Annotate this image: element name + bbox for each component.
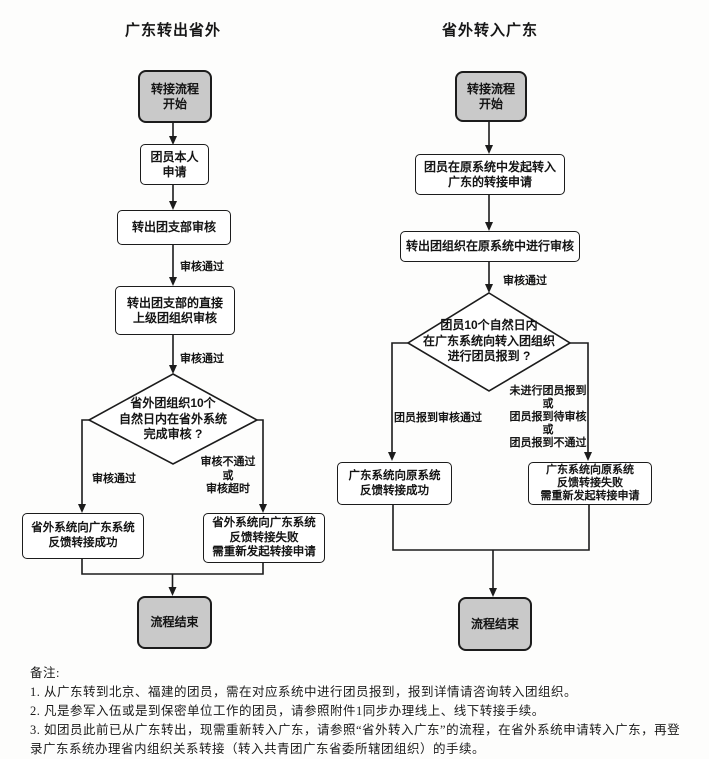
notes-title: 备注:	[30, 666, 60, 680]
notes-block: 备注: 1. 从广东转到北京、福建的团员，需在对应系统中进行团员报到，报到详情请…	[30, 664, 698, 759]
left-success-node: 省外系统向广东系统 反馈转接成功	[22, 513, 144, 559]
right-success-node: 广东系统向原系统 反馈转接成功	[337, 462, 452, 505]
left-fail-node: 省外系统向广东系统 反馈转接失败 需重新发起转接申请	[203, 513, 325, 563]
left-end-node: 流程结束	[137, 596, 212, 649]
note-item-3: 3. 如团员此前已从广东转出，现需重新转入广东，请参照“省外转入广东”的流程，在…	[30, 723, 681, 756]
right-step-origin-review: 转出团组织在原系统中进行审核	[400, 231, 580, 262]
right-decision-text: 团员10个自然日内 在广东系统向转入团组织 进行团员报到 ?	[422, 318, 555, 363]
left-start-node: 转接流程 开始	[138, 70, 212, 123]
right-branch-pass-label: 团员报到审核通过	[394, 412, 482, 424]
left-branch-fail-label: 审核不通过 或 审核超时	[200, 456, 256, 495]
right-branch-fail-label: 未进行团员报到 或 团员报到待审核 或 团员报到不通过	[509, 385, 587, 449]
right-step-initiate: 团员在原系统中发起转入 广东的转接申请	[415, 154, 565, 195]
left-step-branch-review: 转出团支部审核	[117, 210, 231, 245]
note-item-2: 2. 凡是参军入伍或是到保密单位工作的团员，请参照附件1同步办理线上、线下转接手…	[30, 704, 545, 718]
left-edge-label-review-pass-1: 审核通过	[180, 261, 224, 273]
right-start-node: 转接流程 开始	[455, 71, 527, 122]
left-step-upper-review: 转出团支部的直接 上级团组织审核	[115, 286, 235, 335]
left-decision-text: 省外团组织10个 自然日内在省外系统 完成审核 ?	[118, 396, 227, 441]
left-step-member-apply: 团员本人 申请	[140, 144, 209, 185]
left-branch-pass-label: 审核通过	[92, 473, 136, 485]
note-item-1: 1. 从广东转到北京、福建的团员，需在对应系统中进行团员报到，报到详情请咨询转入…	[30, 685, 578, 699]
right-column-title: 省外转入广东	[441, 22, 538, 39]
arrowheads	[78, 136, 592, 597]
left-column-title: 广东转出省外	[124, 22, 221, 39]
right-fail-node: 广东系统向原系统 反馈转接失败 需重新发起转接申请	[528, 462, 652, 505]
right-end-node: 流程结束	[458, 597, 532, 651]
right-edge-label-review-pass: 审核通过	[503, 275, 547, 287]
left-edge-label-review-pass-2: 审核通过	[180, 353, 224, 365]
